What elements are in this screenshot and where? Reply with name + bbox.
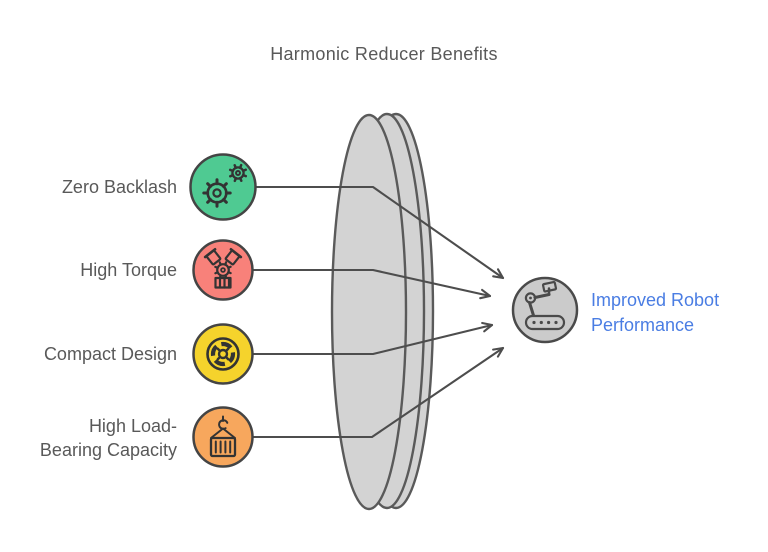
arrowhead-high-torque <box>479 288 492 300</box>
arrowhead-load-capacity <box>492 346 505 358</box>
funnel-lens <box>330 112 435 511</box>
benefit-label-high-torque: High Torque <box>80 260 177 280</box>
benefit-label-load-capacity: High Load- Bearing Capacity <box>0 414 177 462</box>
benefit-label-load-capacity-line2: Bearing Capacity <box>39 440 177 460</box>
result-circle <box>511 276 579 344</box>
connector-line-zero-backlash <box>253 185 505 280</box>
gears-icon <box>189 153 257 221</box>
result-label-line1: Improved Robot <box>591 290 720 310</box>
arrowhead-zero-backlash <box>492 268 505 280</box>
diagram-title: Harmonic Reducer Benefits <box>270 44 498 64</box>
bearing-wheel-icon <box>192 323 254 385</box>
connector-line-compact-design <box>251 323 494 356</box>
result-label-line2: Performance <box>591 315 695 335</box>
engine-icon-circle <box>192 239 254 301</box>
benefit-label-load-capacity-line1: High Load- <box>88 416 177 436</box>
robot-arm-icon <box>524 280 566 331</box>
bearing-wheel-icon-circle <box>192 323 254 385</box>
result-label: Improved Robot Performance <box>591 288 761 338</box>
lens-front-ellipse <box>330 113 408 511</box>
crane-container-icon <box>192 406 254 468</box>
connector-line-high-torque <box>251 268 492 298</box>
engine-icon <box>192 239 254 301</box>
benefit-label-zero-backlash: Zero Backlash <box>61 177 177 197</box>
benefit-label-compact-design: Compact Design <box>43 344 177 364</box>
arrowhead-compact-design <box>481 321 494 333</box>
connector-line-load-capacity <box>251 346 505 439</box>
